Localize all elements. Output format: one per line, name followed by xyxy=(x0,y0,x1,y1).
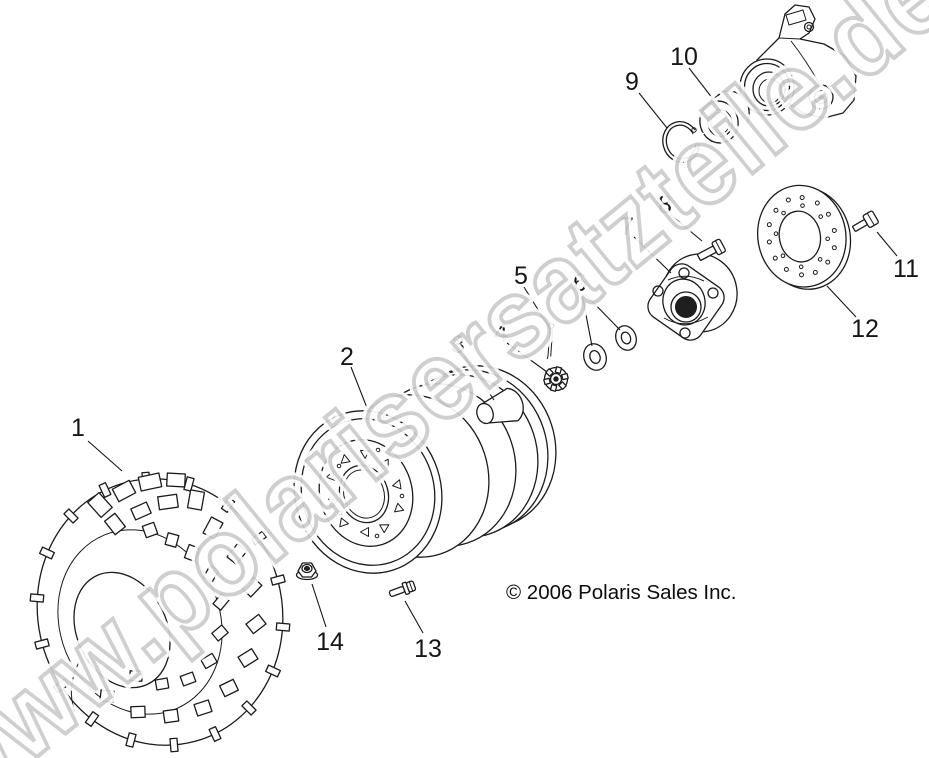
part-13-valve-stem xyxy=(388,580,417,598)
callout-number: 9 xyxy=(625,68,639,96)
part-9-snap-ring xyxy=(662,121,705,163)
callout-13: 13 xyxy=(404,600,442,663)
callout-number: 13 xyxy=(414,635,442,663)
rim-face-pattern xyxy=(325,447,405,539)
part-14-wheel-nut xyxy=(295,562,319,581)
part-11-bolt xyxy=(852,210,879,232)
part-7-wheel-hub xyxy=(647,253,738,341)
part-4-castle-nut xyxy=(543,366,569,392)
callout-number: 10 xyxy=(670,43,698,71)
tire-tread-blocks xyxy=(87,472,267,724)
callout-5: 5 xyxy=(514,262,551,330)
part-8-bolt xyxy=(696,238,726,261)
callout-number: 4 xyxy=(494,319,508,347)
callout-6: 6 xyxy=(573,269,621,347)
callout-number: 2 xyxy=(340,343,354,371)
callout-11: 11 xyxy=(876,231,919,283)
callout-12: 12 xyxy=(826,285,879,343)
tire-edge-notches xyxy=(29,471,291,753)
bearing-carrier xyxy=(739,4,857,119)
callout-number: 3 xyxy=(451,331,465,359)
callout-number: 8 xyxy=(658,191,672,219)
callout-14: 14 xyxy=(311,583,344,656)
callout-9: 9 xyxy=(625,68,668,129)
copyright-text: © 2006 Polaris Sales Inc. xyxy=(506,581,736,604)
callout-number: 7 xyxy=(620,213,634,241)
callout-2: 2 xyxy=(340,343,370,414)
callout-number: 12 xyxy=(851,315,879,343)
callout-number: 6 xyxy=(573,269,587,297)
disc-holes xyxy=(766,195,837,278)
callout-1: 1 xyxy=(71,414,123,472)
callout-10: 10 xyxy=(670,43,714,100)
callout-7: 7 xyxy=(620,213,672,274)
callout-number: 14 xyxy=(316,628,344,656)
part-1-tire xyxy=(29,471,291,753)
part-12-brake-disc xyxy=(756,184,852,290)
callout-number: 5 xyxy=(514,262,528,290)
part-10-bearing xyxy=(699,90,750,144)
callouts: 1 2 3 4 5 6 7 8 xyxy=(71,43,919,663)
part-3-hub-cap xyxy=(476,387,524,425)
part-6-washers xyxy=(583,325,637,371)
callout-8: 8 xyxy=(658,191,703,242)
callout-3: 3 xyxy=(451,331,495,401)
callout-4: 4 xyxy=(494,319,548,373)
callout-number: 1 xyxy=(71,414,85,442)
callout-number: 11 xyxy=(893,255,919,283)
